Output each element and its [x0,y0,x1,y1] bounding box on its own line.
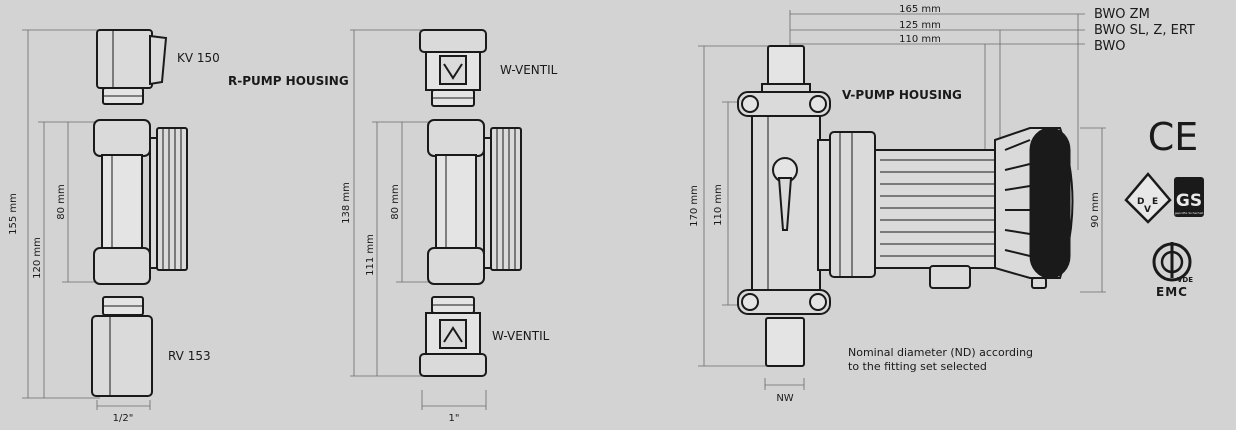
rv153-cap [91,315,153,397]
dim-w-111: 111 mm [365,234,376,276]
label-bwo-zm: BWO ZM [1094,7,1150,22]
vde-mark-icon: D V E [1124,172,1172,224]
v-motor-stator [874,149,1001,269]
dim-r-half-inch: 1/2" [113,413,134,424]
ce-mark-text: CE [1148,115,1199,159]
label-bwo: BWO [1094,39,1126,54]
nominal-note-line2: to the fitting set selected [848,360,987,373]
r-pump-housing-group: 155 mm 120 mm 80 mm 1/2" KV 150 [8,29,349,424]
dim-w-138: 138 mm [341,182,352,224]
label-w-ventil-bottom: W-VENTIL [492,329,550,343]
ce-mark-icon: CE [1148,115,1199,159]
w-housing-top-nut [427,119,485,157]
nominal-note-line1: Nominal diameter (ND) according [848,346,1033,359]
dim-v-110-side: 110 mm [713,184,724,226]
label-bwo-sl: BWO SL, Z, ERT [1094,23,1195,38]
w-ventil-bottom-head [419,353,487,377]
dim-v-125: 125 mm [899,20,941,31]
dim-nw: NW [776,393,793,404]
r-housing-top-nut [93,119,151,157]
r-housing-thread [156,127,188,271]
w-housing-bottom-nut [427,247,485,285]
dim-w-one-inch: 1" [449,413,460,424]
w-housing-thread [490,127,522,271]
label-rv153: RV 153 [168,349,211,363]
dim-r-155: 155 mm [8,193,19,235]
dim-v-90: 90 mm [1090,192,1101,227]
dim-r-80: 80 mm [56,184,67,219]
vde-letter-v: V [1144,205,1151,215]
dim-v-110: 110 mm [899,34,941,45]
w-ventil-group: 138 mm 111 mm 80 mm 1" [341,29,558,424]
gs-mark-small: geprüfte Sicherheit [1175,211,1205,215]
kv150-lever [149,34,168,86]
dim-r-120: 120 mm [32,237,43,279]
dim-v-170: 170 mm [689,185,700,227]
emc-mark-icon: VDE EMC [1152,242,1193,299]
label-v-pump-housing: V-PUMP HOUSING [842,88,962,102]
vde-letter-e: E [1152,197,1158,207]
v-bottom-pipe [765,317,805,367]
v-pump-housing-group: 165 mm 125 mm 110 mm BWO ZM BWO SL, Z, E… [689,4,1195,404]
emc-text: EMC [1156,285,1188,299]
dim-v-165: 165 mm [899,4,941,15]
certification-marks: CE D V E GS geprüfte Sicherheit VDE EMC [1124,115,1204,299]
label-kv150: KV 150 [177,51,220,65]
gs-mark-icon: GS geprüfte Sicherheit [1174,177,1204,217]
w-ventil-top-head [419,29,487,53]
label-r-pump-housing: R-PUMP HOUSING [228,74,349,88]
gs-mark-text: GS [1176,191,1202,211]
emc-vde-text: VDE [1177,276,1193,284]
v-motor-cover [1029,127,1071,279]
vde-letter-d: D [1137,197,1144,207]
r-housing-bottom-nut [93,247,151,285]
label-w-ventil-top: W-VENTIL [500,63,558,77]
kv150-cap [96,29,153,89]
dim-w-80: 80 mm [390,184,401,219]
